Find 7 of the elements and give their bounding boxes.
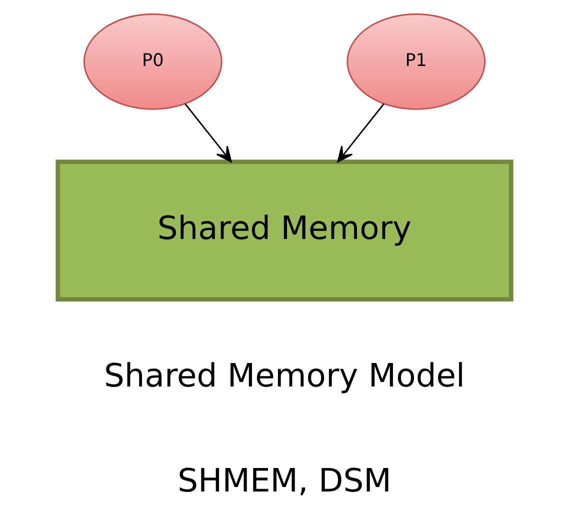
node-box: Shared Memory xyxy=(55,160,513,302)
node-ellipse: P1 xyxy=(346,13,486,110)
arrow xyxy=(336,103,384,162)
arrow xyxy=(184,103,232,162)
label: Shared Memory Model xyxy=(104,356,464,394)
node-ellipse: P0 xyxy=(82,13,222,110)
label: SHMEM, DSM xyxy=(177,462,391,500)
